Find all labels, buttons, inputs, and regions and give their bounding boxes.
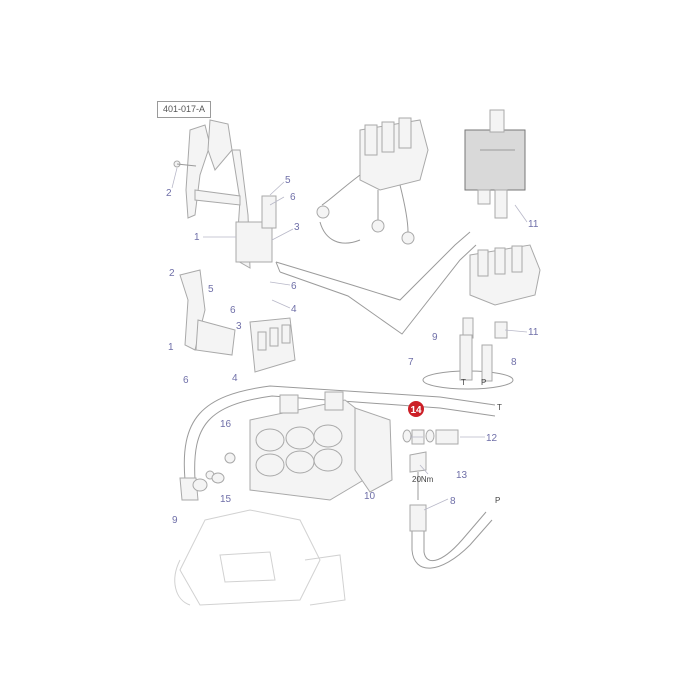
callout-6c[interactable]: 6 bbox=[230, 305, 236, 316]
callout-15[interactable]: 15 bbox=[220, 494, 232, 505]
callout-7[interactable]: 7 bbox=[408, 357, 414, 368]
port-label-t-line: T bbox=[497, 403, 502, 412]
callout-1a[interactable]: 1 bbox=[194, 232, 200, 243]
hose-loop-upper bbox=[275, 231, 477, 335]
callout-1b[interactable]: 1 bbox=[168, 342, 174, 353]
highlight-callout-14[interactable] bbox=[408, 401, 424, 417]
reference-code-box: 401-017-A bbox=[157, 101, 211, 118]
callout-3b[interactable]: 3 bbox=[236, 321, 242, 332]
callout-9a[interactable]: 9 bbox=[432, 332, 438, 343]
fittings-12-13-14 bbox=[402, 429, 459, 500]
callout-2a[interactable]: 2 bbox=[166, 188, 172, 199]
torque-label: 20Nm bbox=[412, 475, 434, 484]
hose-8-lower bbox=[411, 505, 493, 569]
callout-16[interactable]: 16 bbox=[220, 419, 232, 430]
callout-11b[interactable]: 11 bbox=[528, 327, 539, 338]
callout-4b[interactable]: 4 bbox=[232, 373, 238, 384]
callout-6a[interactable]: 6 bbox=[290, 192, 296, 203]
callout-5b[interactable]: 5 bbox=[208, 284, 214, 295]
callout-6b[interactable]: 6 bbox=[291, 281, 297, 292]
upper-bracket-assembly bbox=[173, 119, 277, 269]
main-valve-assembly bbox=[249, 391, 393, 501]
callout-12[interactable]: 12 bbox=[486, 433, 498, 444]
callout-3a[interactable]: 3 bbox=[294, 222, 300, 233]
control-block-11 bbox=[464, 109, 526, 219]
upper-valve-block bbox=[316, 117, 429, 245]
tractor-outline bbox=[174, 509, 346, 606]
port-label-t-upper: T bbox=[461, 378, 466, 387]
callout-5a[interactable]: 5 bbox=[285, 175, 291, 186]
callout-8b[interactable]: 8 bbox=[450, 496, 456, 507]
callout-4a[interactable]: 4 bbox=[291, 304, 297, 315]
lower-bracket-assembly bbox=[179, 269, 296, 373]
callout-6d[interactable]: 6 bbox=[183, 375, 189, 386]
callout-2b[interactable]: 2 bbox=[169, 268, 175, 279]
highlight-callout-14-label: 14 bbox=[410, 405, 422, 416]
callout-9b[interactable]: 9 bbox=[172, 515, 178, 526]
hose-ring bbox=[422, 334, 514, 390]
callout-11a[interactable]: 11 bbox=[528, 219, 539, 230]
main-hose bbox=[183, 385, 496, 481]
callout-10[interactable]: 10 bbox=[364, 491, 376, 502]
fittings-15-16 bbox=[192, 452, 236, 492]
right-valve-block bbox=[462, 244, 541, 339]
port-label-p-upper: P bbox=[481, 378, 486, 387]
callout-8a[interactable]: 8 bbox=[511, 357, 517, 368]
callout-13[interactable]: 13 bbox=[456, 470, 468, 481]
port-label-p-line: P bbox=[495, 496, 500, 505]
